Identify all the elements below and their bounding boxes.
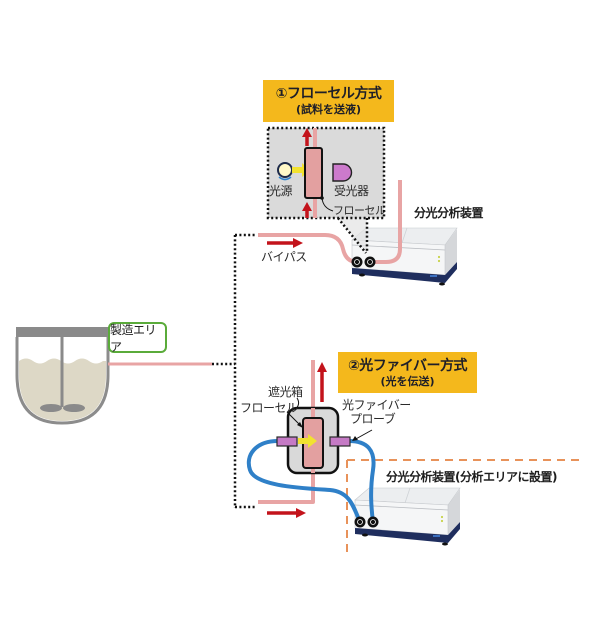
leader-arrow-head bbox=[297, 422, 303, 428]
spectrometer-2-ports bbox=[354, 516, 379, 528]
reaction-vessel bbox=[15, 327, 110, 425]
bypass-label: バイパス bbox=[261, 250, 307, 264]
optical-fiber-input bbox=[246, 439, 362, 524]
vessel-lid bbox=[16, 327, 109, 337]
probe-label-line1: 光ファイバー bbox=[342, 398, 411, 412]
shield-box-leader-line bbox=[294, 397, 300, 411]
line-up-arrow bbox=[317, 362, 327, 402]
bypass-flow-arrow bbox=[267, 238, 303, 248]
spectrometer-foot bbox=[359, 273, 365, 277]
fiber-method-title: ②光ファイバー方式 bbox=[347, 357, 468, 374]
bypass-pipe bbox=[258, 233, 358, 264]
flow-cell-method-title: ①フローセル方式 bbox=[275, 86, 382, 102]
fiber-probe-left bbox=[276, 436, 298, 447]
flow-cell-leader-line bbox=[321, 197, 334, 212]
return-pipe bbox=[370, 180, 402, 264]
port bbox=[354, 516, 366, 528]
light-beam-arrow bbox=[298, 434, 317, 448]
port bbox=[367, 516, 379, 528]
fiber-method-label: ②光ファイバー方式 (光を伝送) bbox=[338, 352, 477, 393]
flow-cell-method-subtitle: (試料を送液) bbox=[295, 103, 362, 116]
spectrometer-foot bbox=[362, 533, 368, 537]
spectrometer-1 bbox=[351, 227, 458, 286]
spectrometer-base bbox=[355, 522, 460, 543]
agitator-blade-left bbox=[40, 404, 62, 412]
detector-icon bbox=[332, 163, 353, 182]
flow-up-arrow bbox=[302, 202, 312, 218]
spectrometer-foot bbox=[442, 542, 448, 546]
port bbox=[354, 259, 360, 265]
indicator-lamp bbox=[440, 519, 444, 523]
port bbox=[351, 256, 363, 268]
arrow-head bbox=[296, 508, 306, 518]
fiber-probe-right bbox=[329, 436, 351, 447]
port bbox=[357, 519, 363, 525]
arrow-head bbox=[302, 202, 312, 211]
probe-leader-line bbox=[353, 429, 373, 441]
indicator-lamp bbox=[440, 515, 444, 519]
flow-cell-label: フローセル bbox=[333, 204, 386, 217]
flow-cell-method-label: ①フローセル方式 (試料を送液) bbox=[263, 80, 394, 122]
light-source-label: 光源 bbox=[269, 184, 293, 198]
port bbox=[367, 259, 373, 265]
spectrometer-1-ports bbox=[351, 256, 376, 268]
spectrometer-base bbox=[352, 262, 457, 283]
spectrometer-side bbox=[445, 229, 457, 275]
brand-plate bbox=[430, 275, 437, 277]
indicator-lamp bbox=[437, 259, 441, 263]
leader-arrow-head bbox=[352, 436, 358, 441]
detector-label: 受光器 bbox=[334, 184, 369, 198]
dotted-connection bbox=[212, 233, 257, 509]
brand-plate bbox=[433, 535, 440, 537]
spectrometer-top-seam bbox=[401, 227, 408, 244]
spectrometer-1-label: 分光分析装置 bbox=[414, 206, 484, 220]
arrow-head bbox=[302, 128, 312, 137]
spectrometer-2-label: 分光分析装置(分析エリアに設置) bbox=[386, 470, 557, 484]
light-source-icon bbox=[277, 162, 293, 178]
spectrometer-foot bbox=[439, 282, 445, 286]
agitator-blade-right bbox=[63, 404, 85, 412]
arrow-head bbox=[317, 362, 327, 372]
port bbox=[370, 519, 376, 525]
optical-fiber-output bbox=[347, 439, 376, 524]
fiber-flow-cell-label: フローセル bbox=[240, 401, 298, 415]
fiber-method-subtitle: (光を伝送) bbox=[380, 374, 435, 388]
callout-line bbox=[337, 217, 367, 254]
light-source-base-icon bbox=[278, 176, 292, 181]
flow-cell-detail-border bbox=[266, 126, 386, 220]
shield-box-label: 遮光箱 bbox=[268, 385, 303, 399]
port bbox=[364, 256, 376, 268]
probe-label-line2: プローブ bbox=[350, 412, 396, 426]
spectrometer-top-seam bbox=[404, 487, 411, 504]
manufacturing-area-label: 製造エリア bbox=[108, 322, 167, 354]
arrow-head bbox=[293, 238, 303, 248]
manufacturing-area-text: 製造エリア bbox=[110, 322, 157, 354]
indicator-lamp bbox=[437, 255, 441, 259]
flow-up-arrow bbox=[302, 128, 312, 146]
line-flow-arrow bbox=[267, 508, 306, 518]
flow-cell bbox=[304, 147, 323, 199]
spectrometer-2 bbox=[354, 487, 461, 546]
spectrometer-side bbox=[448, 489, 460, 535]
